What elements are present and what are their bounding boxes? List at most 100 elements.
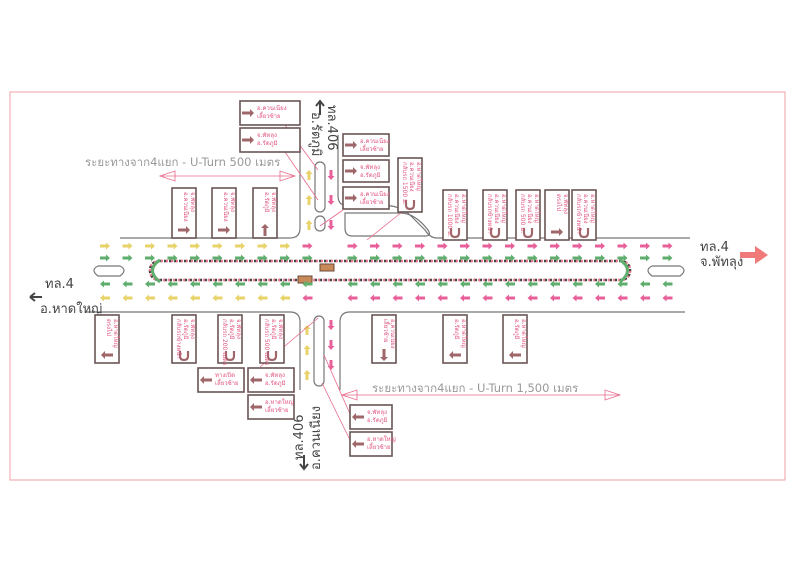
- direction-sign: จ.พัทลุงอ.รัตภูมิ: [342, 159, 390, 183]
- sign-text: ตรงไป: [555, 194, 563, 211]
- lane-arrow-icon: [482, 280, 493, 288]
- sign-text: อ.รัตภูมิ: [228, 319, 235, 340]
- sign-text: จ.พัทลุง: [189, 319, 196, 339]
- median-opening-sign: [319, 263, 335, 272]
- lane-arrow-icon: [122, 242, 133, 250]
- sign-arrow-left-icon: [250, 403, 262, 411]
- direction-sign: จ.พัทลุงอ.รัตภูมิ: [239, 127, 301, 153]
- direction-sign: อ.หาดใหญ่ตรงไป: [94, 314, 120, 364]
- lane-arrow-icon: [190, 280, 200, 288]
- direction-sign: จ.พัทลุงอ.ควนเนียง: [211, 187, 237, 239]
- lane-arrow-icon: [617, 242, 628, 250]
- lane-arrow-icon: [257, 254, 268, 262]
- sign-text: จ.พัทลุง: [562, 194, 569, 214]
- direction-sign: จ.พัทลุงอ.ควนเนียง: [171, 187, 197, 239]
- lane-arrow-icon: [347, 294, 358, 302]
- sign-arrow-uturn-icon: [522, 228, 534, 239]
- arrow-down-icon: [299, 455, 309, 471]
- lane-arrow-icon: [595, 254, 605, 262]
- lane-arrow-icon: [327, 320, 335, 330]
- direction-sign: อ.หาดใหญ่อ.รัตภูมิ: [502, 314, 528, 364]
- lane-arrow-icon: [460, 294, 470, 302]
- label-west: ทล.4 อ.หาดใหญ่: [29, 277, 102, 317]
- lane-arrow-icon: [460, 242, 470, 250]
- lane-arrow-icon: [550, 254, 560, 262]
- arrow-up-icon: [315, 99, 325, 115]
- sign-text: อ.รัตภูมิ: [265, 380, 286, 387]
- lane-arrow-icon: [505, 242, 515, 250]
- arrow-left-icon: [29, 292, 42, 302]
- sign-text: อ.ควนเนียง: [222, 192, 230, 222]
- lane-arrow-icon: [235, 242, 245, 250]
- lane-arrow-icon: [280, 280, 290, 288]
- lane-arrow-icon: [595, 280, 605, 288]
- lane-arrow-icon: [640, 242, 650, 250]
- lane-arrow-icon: [302, 294, 313, 302]
- sign-text: จ.พัทลุง: [189, 192, 196, 212]
- sign-arrow-right-icon: [345, 141, 357, 149]
- lane-arrow-icon: [280, 242, 290, 250]
- sign-arrow-left-icon: [352, 440, 364, 448]
- direction-sign: อ.หาดใหญ่เลี้ยวซ้าย: [349, 431, 396, 457]
- lane-arrow-icon: [280, 254, 290, 262]
- sign-arrow-uturn-icon: [489, 228, 501, 239]
- sign-text: อ.หาดใหญ่: [460, 319, 468, 348]
- sign-text: อ.หาดใหญ่: [533, 194, 541, 223]
- lane-arrow-icon: [145, 242, 155, 250]
- sign-text: อ.รัตภูมิ: [453, 319, 460, 340]
- sign-text: อ.รัตภูมิ: [513, 319, 520, 340]
- lane-arrow-icon: [327, 170, 335, 180]
- lane-arrow-icon: [460, 280, 470, 288]
- sign-text: กลับรถ 200 เมตร: [221, 319, 228, 366]
- lane-arrow-icon: [392, 242, 403, 250]
- lane-arrow-icon: [415, 254, 425, 262]
- sign-text: เลี้ยวซ้าย: [265, 404, 289, 414]
- lane-arrow-icon: [145, 280, 155, 288]
- lane-arrow-icon: [370, 242, 380, 250]
- lane-arrow-icon: [662, 280, 673, 288]
- lane-arrow-icon: [122, 294, 133, 302]
- lane-arrow-icon: [190, 254, 200, 262]
- lane-arrow-icon: [572, 254, 583, 262]
- destination-label: จ.พัทลุง: [700, 255, 743, 270]
- sign-text: อ.รัตภูมิ: [360, 172, 381, 179]
- lane-arrow-icon: [235, 280, 245, 288]
- lane-arrow-icon: [482, 294, 493, 302]
- lane-arrow-icon: [100, 294, 110, 302]
- sign-arrow-left-icon: [250, 376, 262, 384]
- lane-arrow-icon: [662, 254, 673, 262]
- sign-arrow-left-icon: [101, 351, 113, 359]
- sign-text: จ.พัทลุง: [257, 132, 277, 139]
- sign-arrow-left-icon: [509, 351, 521, 359]
- destination-label: อ.รัตภูมิ: [308, 112, 323, 157]
- sign-text: กลับรถ 1000 ม.: [446, 194, 453, 237]
- sign-arrow-left-icon: [449, 351, 461, 359]
- page-frame: [9, 91, 786, 481]
- direction-sign: จ.พัทลุงอ.รัตภูมิกลับรถ 500 เมตร: [259, 314, 285, 366]
- distance-marker-east: ระยะทางจาก4แยก - U-Turn 1,500 เมตร: [340, 381, 622, 401]
- distance-marker-west: ระยะทางจาก4แยก - U-Turn 500 เมตร: [85, 155, 297, 182]
- sign-text: อ.รัตภูมิ: [257, 140, 278, 147]
- sign-arrow-uturn-icon: [449, 228, 461, 239]
- lane-arrow-icon: [505, 280, 515, 288]
- lane-arrow-icon: [302, 242, 313, 250]
- sign-text: อ.รัตภูมิ: [270, 319, 277, 340]
- lane-arrow-icon: [527, 254, 538, 262]
- lane-arrow-icon: [617, 254, 628, 262]
- lane-arrow-icon: [527, 280, 538, 288]
- lane-arrow-icon: [392, 294, 403, 302]
- sign-text: ตรงไป: [105, 319, 113, 336]
- sign-text: จ.พัทลุง: [270, 192, 277, 212]
- lane-arrow-icon: [415, 294, 425, 302]
- lane-arrow-icon: [505, 254, 515, 262]
- lane-arrow-icon: [305, 220, 313, 230]
- sign-arrow-right-icon: [551, 228, 563, 236]
- sign-text: อ.ควนเนียง: [182, 192, 190, 222]
- sign-arrow-right-icon: [345, 194, 357, 202]
- lane-arrow-icon: [662, 294, 673, 302]
- label-east: ทล.4 จ.พัทลุง: [700, 240, 768, 270]
- sign-text: เลี้ยวซ้าย: [360, 196, 384, 206]
- lane-arrow-icon: [572, 294, 583, 302]
